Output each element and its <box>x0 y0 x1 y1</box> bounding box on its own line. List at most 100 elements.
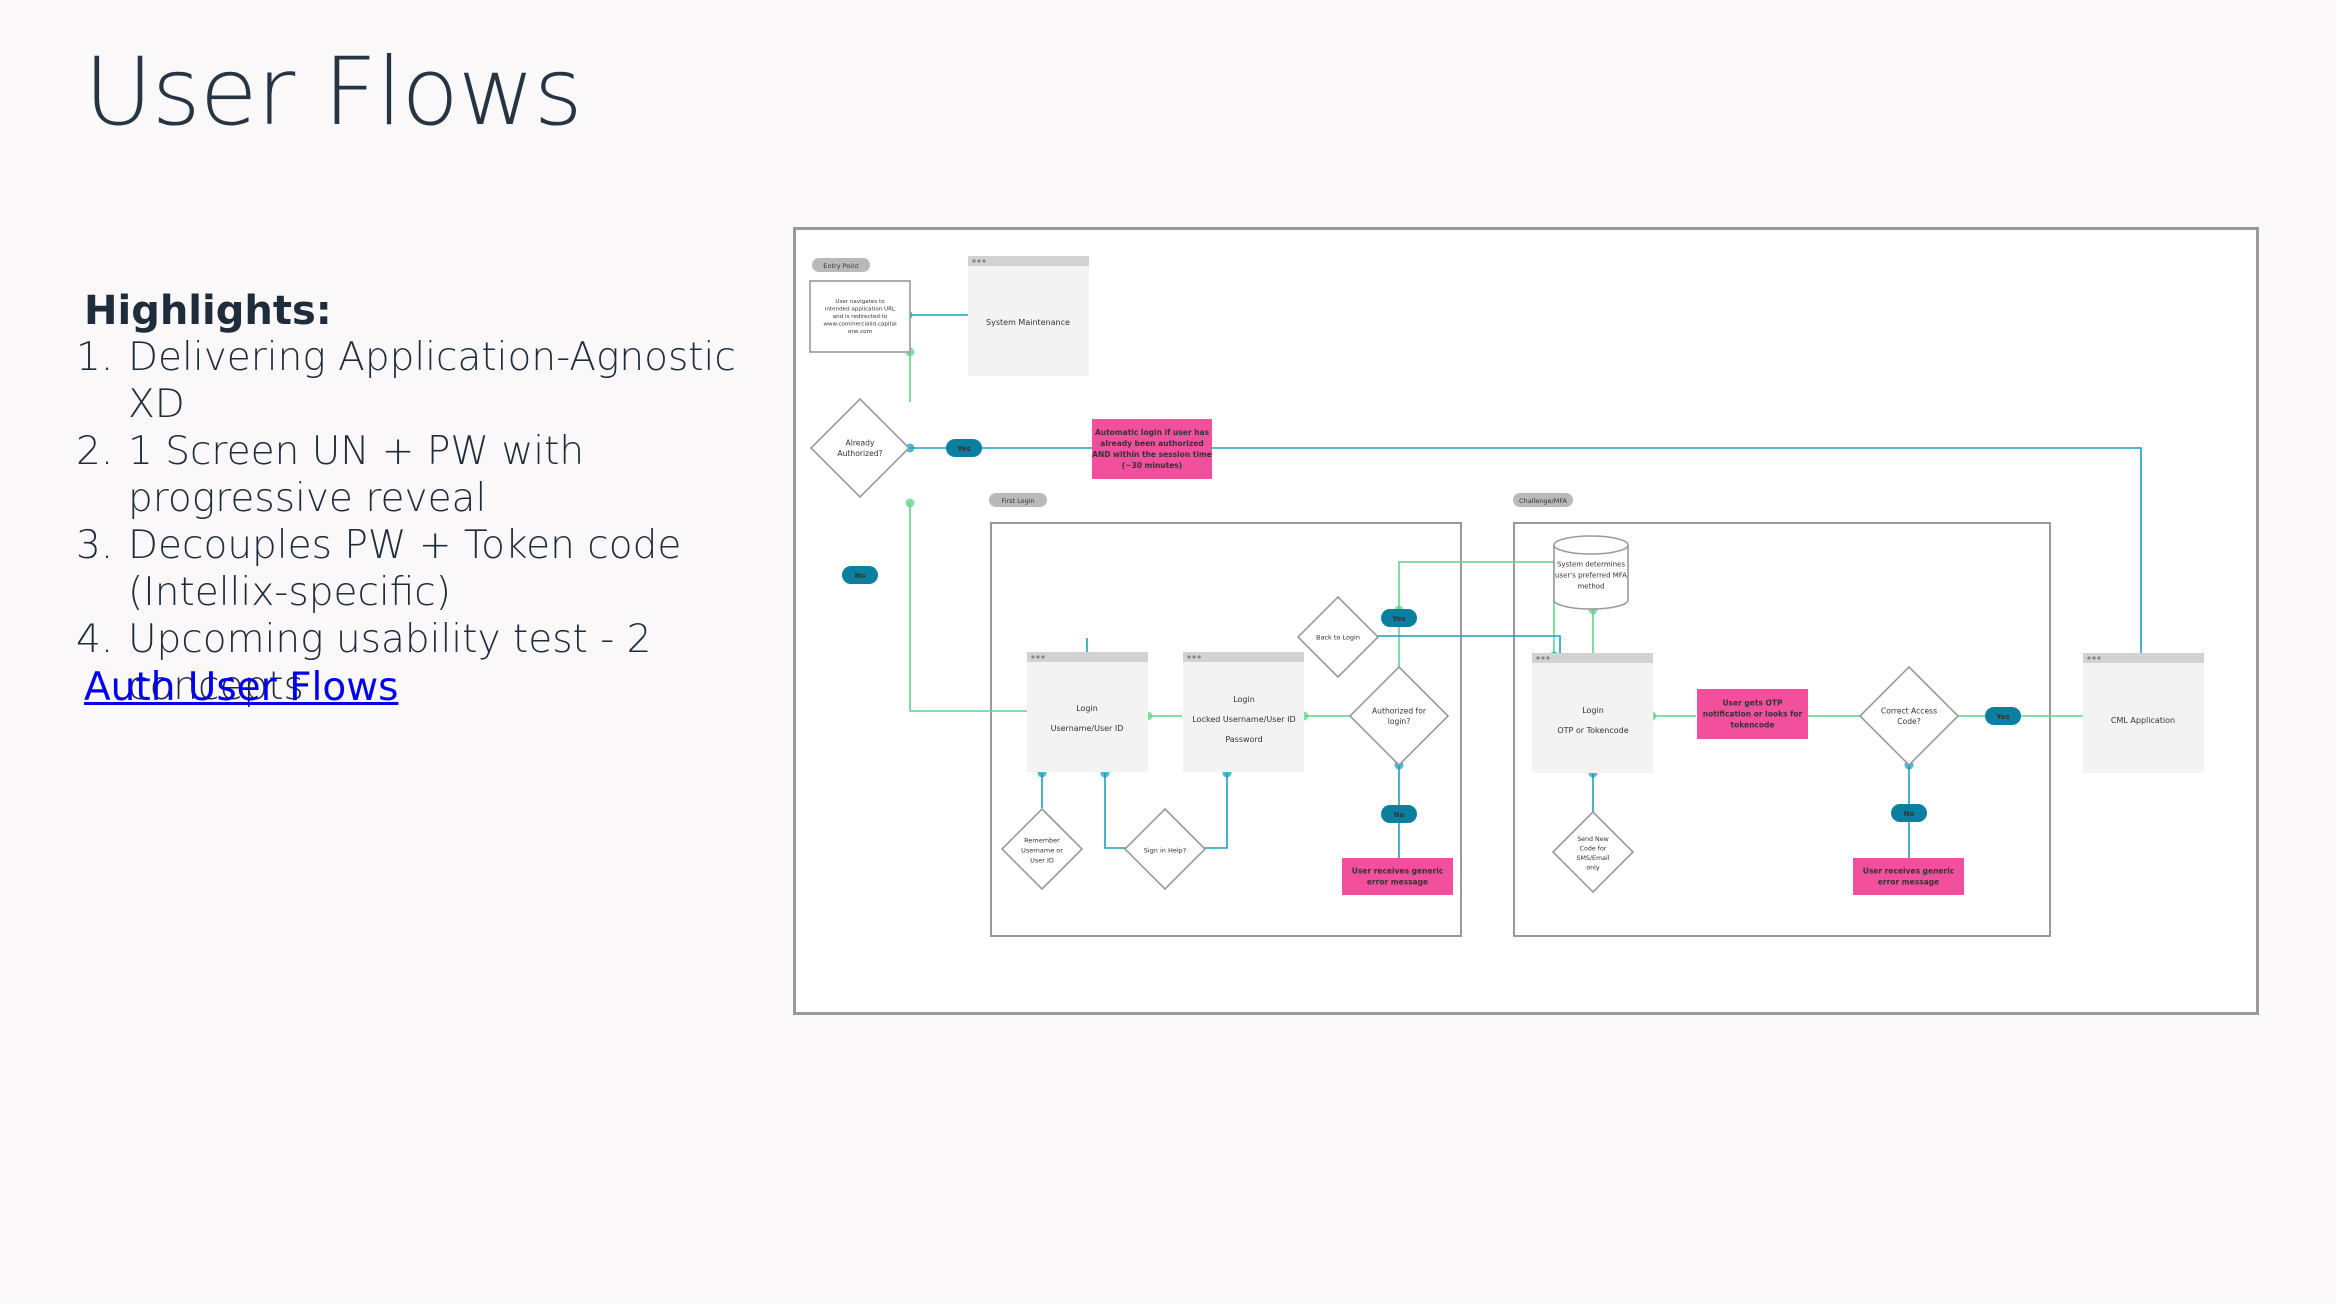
node-label: Username/User ID <box>1051 724 1124 733</box>
window-dot <box>2087 656 2091 660</box>
window-dot <box>1541 656 1545 660</box>
error-message-box <box>1853 858 1964 895</box>
yes-pill <box>1381 609 1417 627</box>
send-new-code-decision <box>1551 810 1635 894</box>
window-dot <box>2097 656 2101 660</box>
highlight-item: 3. Decouples PW + Token code (Intellix-s… <box>76 522 756 616</box>
window-dot <box>1031 655 1035 659</box>
window-titlebar <box>968 256 1089 266</box>
cml-application-window <box>2083 653 2204 773</box>
login-password-window <box>1183 652 1304 772</box>
window-dot <box>1197 655 1201 659</box>
highlight-number: 3. <box>76 523 114 568</box>
highlight-number: 1. <box>76 335 114 380</box>
page-title: User Flows <box>84 38 583 147</box>
no-pill <box>1891 804 1927 822</box>
pill-label: Yes <box>956 445 970 453</box>
node-label: Correct Access <box>1881 707 1937 716</box>
node-label: Authorized? <box>837 449 882 458</box>
node-label: login? <box>1388 717 1411 726</box>
connector-line <box>1398 561 1555 681</box>
window-dot <box>1041 655 1045 659</box>
connector-line <box>909 503 1027 712</box>
node-label: System Maintenance <box>986 318 1070 327</box>
window-dot <box>977 259 981 263</box>
connector-dot <box>905 498 915 508</box>
section-tag <box>812 258 870 272</box>
node-label: Automatic login if user has <box>1095 428 1210 437</box>
node-label: Sign in Help? <box>1144 846 1187 854</box>
node-label: Login <box>1582 706 1604 715</box>
highlight-item: 1. Delivering Application-Agnostic XD <box>76 334 756 428</box>
window-dot <box>1192 655 1196 659</box>
node-label: Code? <box>1897 717 1920 726</box>
section-tag <box>1513 493 1573 507</box>
node-label: OTP or Tokencode <box>1557 726 1628 735</box>
highlight-item: 4. Upcoming usability test - 2 concepts <box>76 616 756 710</box>
highlights-list: 1. Delivering Application-Agnostic XD 2.… <box>76 334 756 710</box>
window-dot <box>1036 655 1040 659</box>
section-tag <box>989 493 1047 507</box>
node-label: tokencode <box>1730 721 1774 730</box>
window-dot <box>1536 656 1540 660</box>
node-label: Login <box>1233 695 1255 704</box>
highlight-number: 4. <box>76 617 114 662</box>
node-label: Username or <box>1021 846 1063 854</box>
node-label: user's preferred MFA <box>1555 571 1627 579</box>
highlight-text: Upcoming usability test - 2 concepts <box>128 617 652 709</box>
sign-in-help-decision <box>1123 807 1207 891</box>
no-pill <box>842 566 878 584</box>
pill-label: Yes <box>1995 713 2009 721</box>
entry-node <box>809 280 911 353</box>
mfa-database <box>1553 545 1629 610</box>
node-label: Authorized for <box>1372 707 1427 716</box>
node-label: error message <box>1878 878 1939 887</box>
node-label: Send New <box>1577 836 1609 843</box>
pill-label: No <box>1394 811 1405 819</box>
yes-pill <box>1985 707 2021 725</box>
highlight-number: 2. <box>76 429 114 474</box>
section-tag-label: Entry Point <box>823 262 859 270</box>
error-message-box <box>1342 858 1453 895</box>
node-label: SMS/Email <box>1576 855 1609 862</box>
node-label: error message <box>1367 878 1428 887</box>
node-label: already been authorized <box>1100 439 1203 448</box>
window-titlebar <box>1183 652 1304 662</box>
section-tag-label: First Login <box>1001 497 1034 505</box>
node-label: (~30 minutes) <box>1122 461 1182 470</box>
section-tag-label: Challenge/MFA <box>1519 497 1567 505</box>
correct-access-code-decision <box>1858 665 1960 767</box>
login-username-window <box>1027 652 1148 772</box>
highlight-item: 2. 1 Screen UN + PW with progressive rev… <box>76 428 756 522</box>
node-label: User ID <box>1030 856 1054 864</box>
highlight-text: 1 Screen UN + PW with progressive reveal <box>128 429 585 521</box>
back-to-login-decision <box>1296 595 1380 679</box>
first-login-group <box>990 522 1462 937</box>
mfa-database-top <box>1553 535 1629 555</box>
connector-line <box>1200 773 1228 849</box>
node-label: Remember <box>1024 836 1060 844</box>
remember-username-decision <box>1000 807 1084 891</box>
auth-user-flows-link[interactable]: Auth User Flows <box>84 665 399 710</box>
pill-label: Yes <box>1391 615 1405 623</box>
highlight-text: Delivering Application-Agnostic XD <box>128 335 736 427</box>
node-label: Code for <box>1580 845 1607 852</box>
login-otp-window <box>1532 653 1653 773</box>
node-label: User gets OTP <box>1722 699 1783 708</box>
node-label: Login <box>1076 704 1098 713</box>
no-pill <box>1381 805 1417 823</box>
node-label: System determines <box>1557 560 1625 568</box>
otp-notification-box <box>1697 689 1808 739</box>
node-label: intended application URL <box>825 307 896 313</box>
pill-label: No <box>855 572 866 580</box>
highlight-text: Decouples PW + Token code (Intellix-spec… <box>128 523 682 615</box>
window-titlebar <box>1027 652 1148 662</box>
window-dot <box>1546 656 1550 660</box>
node-label: one.com <box>848 329 872 335</box>
node-label: Already <box>846 439 875 448</box>
node-label: User receives generic <box>1863 867 1955 876</box>
window-titlebar <box>1532 653 1653 663</box>
window-dot <box>2092 656 2096 660</box>
